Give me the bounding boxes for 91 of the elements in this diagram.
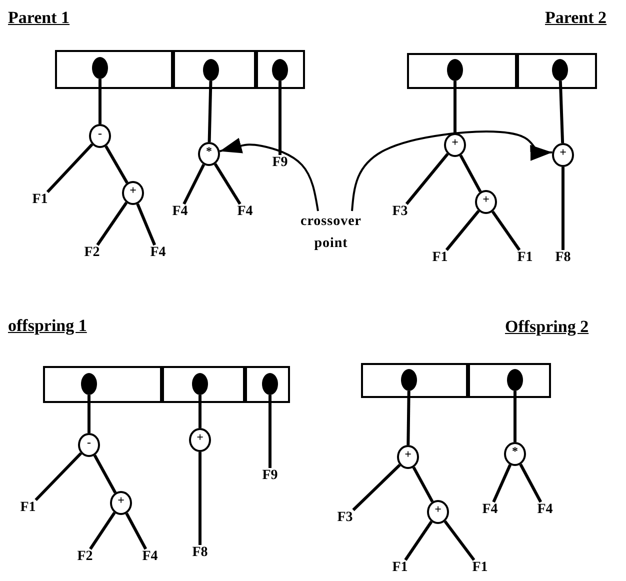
terminal-label: F1 — [16, 500, 40, 516]
tree-branch — [454, 81, 456, 133]
operator-circle: - — [78, 433, 100, 457]
root-dot — [507, 369, 523, 391]
chromosome-cell — [361, 363, 468, 398]
tree-branch — [406, 390, 410, 446]
tree-branch — [278, 81, 282, 155]
tree-branch — [459, 154, 482, 192]
terminal-label: F8 — [188, 545, 212, 561]
terminal-label: F3 — [333, 510, 357, 526]
terminal-label: F8 — [551, 250, 575, 266]
tree-branch — [182, 164, 206, 205]
tree-branch — [445, 210, 480, 251]
tree-branch — [96, 202, 128, 246]
tree-branch — [558, 80, 564, 144]
chromosome-cell — [256, 50, 305, 89]
tree-branch — [404, 520, 433, 561]
terminal-label: F1 — [28, 192, 52, 208]
tree-branch — [125, 512, 148, 550]
root-dot — [192, 373, 208, 395]
crossover-arrow — [351, 130, 552, 212]
tree-branch — [34, 452, 82, 502]
terminal-label: F4 — [146, 245, 170, 261]
tree-branch — [198, 452, 202, 545]
chromosome-cell — [517, 53, 597, 89]
operator-circle: + — [475, 190, 497, 214]
tree-branch — [492, 464, 512, 503]
tree-branch — [562, 167, 564, 250]
tree-branch — [89, 512, 116, 550]
terminal-label: F2 — [80, 245, 104, 261]
tree-branch — [136, 203, 156, 246]
terminal-label: F9 — [258, 468, 282, 484]
chromosome-cell — [162, 366, 245, 403]
section-title: Parent 2 — [545, 8, 607, 28]
tree-branch — [491, 210, 521, 251]
chromosome-cell — [173, 50, 256, 89]
tree-branch — [88, 395, 90, 433]
section-title: Offspring 2 — [505, 317, 589, 337]
tree-branch — [412, 466, 434, 502]
section-title: Parent 1 — [8, 8, 70, 28]
terminal-label: F9 — [268, 155, 292, 171]
chromosome-cell — [43, 366, 162, 403]
terminal-label: F4 — [233, 204, 257, 220]
tree-branch — [514, 391, 516, 442]
terminal-label: F4 — [533, 502, 557, 518]
terminal-label: F2 — [73, 549, 97, 565]
operator-circle: + — [110, 491, 132, 515]
root-dot — [447, 59, 463, 81]
root-dot — [92, 57, 108, 79]
tree-branch — [405, 152, 449, 205]
operator-circle: + — [397, 445, 419, 469]
tree-branch — [46, 143, 94, 194]
tree-branch — [214, 163, 242, 205]
tree-branch — [93, 454, 117, 494]
section-title: offspring 1 — [8, 316, 87, 336]
operator-circle: + — [189, 428, 211, 452]
root-dot — [262, 373, 278, 395]
terminal-label: F1 — [513, 250, 537, 266]
operator-circle: * — [504, 442, 526, 466]
root-dot — [203, 59, 219, 81]
operator-circle: - — [89, 124, 111, 148]
root-dot — [81, 373, 97, 395]
operator-circle: + — [122, 181, 144, 205]
root-dot — [272, 59, 288, 81]
tree-branch — [208, 80, 212, 142]
terminal-label: F1 — [468, 560, 492, 576]
tree-branch — [519, 464, 542, 503]
chromosome-cell — [407, 53, 517, 89]
chromosome-cell — [468, 363, 551, 398]
terminal-label: F4 — [168, 204, 192, 220]
chromosome-cell — [245, 366, 290, 403]
tree-branch — [268, 395, 272, 468]
crossover-arrow — [219, 138, 319, 212]
terminal-label: F4 — [478, 502, 502, 518]
operator-circle: + — [444, 133, 466, 157]
terminal-label: F1 — [388, 560, 412, 576]
tree-branch — [352, 464, 401, 512]
terminal-label: F1 — [428, 250, 452, 266]
terminal-label: F4 — [138, 549, 162, 565]
annotation-text: crossover point — [292, 211, 370, 261]
tree-branch — [198, 395, 202, 428]
tree-branch — [104, 145, 128, 184]
tree-branch — [444, 520, 476, 561]
operator-circle: + — [552, 143, 574, 167]
root-dot — [552, 59, 568, 81]
terminal-label: F3 — [388, 204, 412, 220]
root-dot — [401, 369, 417, 391]
operator-circle: + — [427, 500, 449, 524]
chromosome-cell — [55, 50, 173, 89]
tree-branch — [98, 79, 102, 124]
operator-circle: * — [198, 142, 220, 166]
